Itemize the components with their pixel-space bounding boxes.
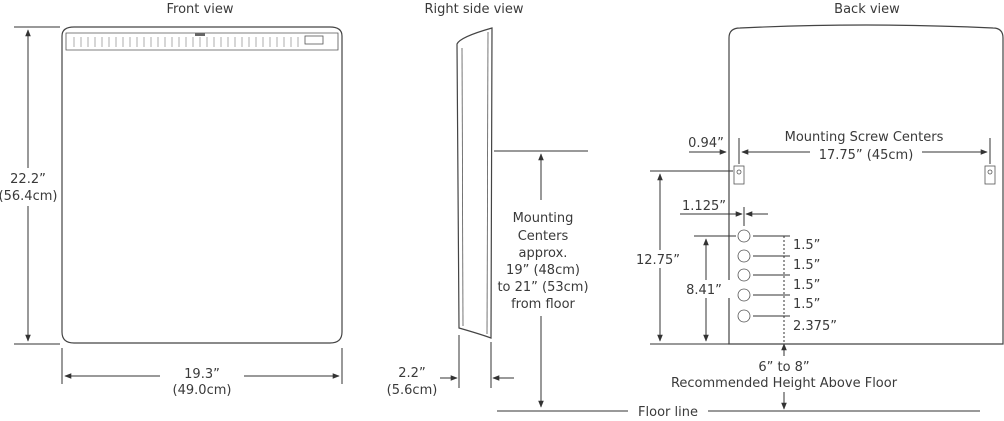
front-view-heater — [61, 26, 343, 344]
spacing-2: 1.5” — [793, 278, 820, 293]
side-depth-in: 2.2” — [398, 366, 425, 381]
recommended-label: Recommended Height Above Floor — [671, 376, 898, 391]
side-view-title: Right side view — [424, 2, 523, 17]
front-height-cm: (56.4cm) — [0, 189, 57, 204]
screw-centers-value: 17.75” (45cm) — [819, 148, 914, 163]
knockout-holes — [737, 229, 751, 323]
knockout-hole — [737, 309, 751, 323]
control-knob-icon — [304, 35, 324, 45]
h841-label: 8.41” — [686, 283, 722, 298]
recommended-range: 6” to 8” — [758, 360, 809, 375]
side-mount-line-0: Mounting — [513, 211, 574, 226]
spacing-1: 1.5” — [793, 258, 820, 273]
back-view-heater — [728, 24, 1004, 345]
brand-logo-icon — [195, 33, 205, 36]
floor-line-label: Floor line — [638, 405, 698, 420]
screw-centers-title: Mounting Screw Centers — [785, 130, 944, 145]
front-width-cm: (49.0cm) — [173, 383, 232, 398]
side-mount-line-1: Centers — [518, 229, 569, 244]
spacing-4: 2.375” — [793, 319, 837, 334]
h1275-label: 12.75” — [636, 253, 680, 268]
front-height-in: 22.2” — [10, 172, 46, 187]
side-mount-line-2: approx. — [519, 246, 568, 261]
side-mounting-text: Mounting Centers approx. 19” (48cm) to 2… — [497, 211, 588, 312]
side-mount-line-3: 19” (48cm) — [506, 263, 580, 278]
side-mount-line-5: from floor — [511, 297, 575, 312]
spacing-0: 1.5” — [793, 238, 820, 253]
mounting-screw-left — [733, 165, 745, 185]
spacing-3: 1.5” — [793, 297, 820, 312]
front-width-in: 19.3” — [184, 367, 220, 382]
side-mount-line-4: to 21” (53cm) — [497, 280, 588, 295]
side-view-heater — [456, 27, 493, 339]
front-view-title: Front view — [167, 2, 234, 17]
knockout-hole — [737, 268, 751, 282]
side-depth-cm: (5.6cm) — [387, 383, 438, 398]
knockout-hole — [737, 288, 751, 302]
front-grille — [73, 37, 299, 47]
mounting-screw-right — [984, 165, 996, 185]
back-view-title: Back view — [834, 2, 900, 17]
hole-spacing-ticks — [753, 235, 790, 344]
offset-left-label: 0.94” — [688, 136, 724, 151]
knockout-hole — [737, 249, 751, 263]
hole-offset-label: 1.125” — [682, 199, 726, 214]
knockout-hole — [737, 229, 751, 243]
